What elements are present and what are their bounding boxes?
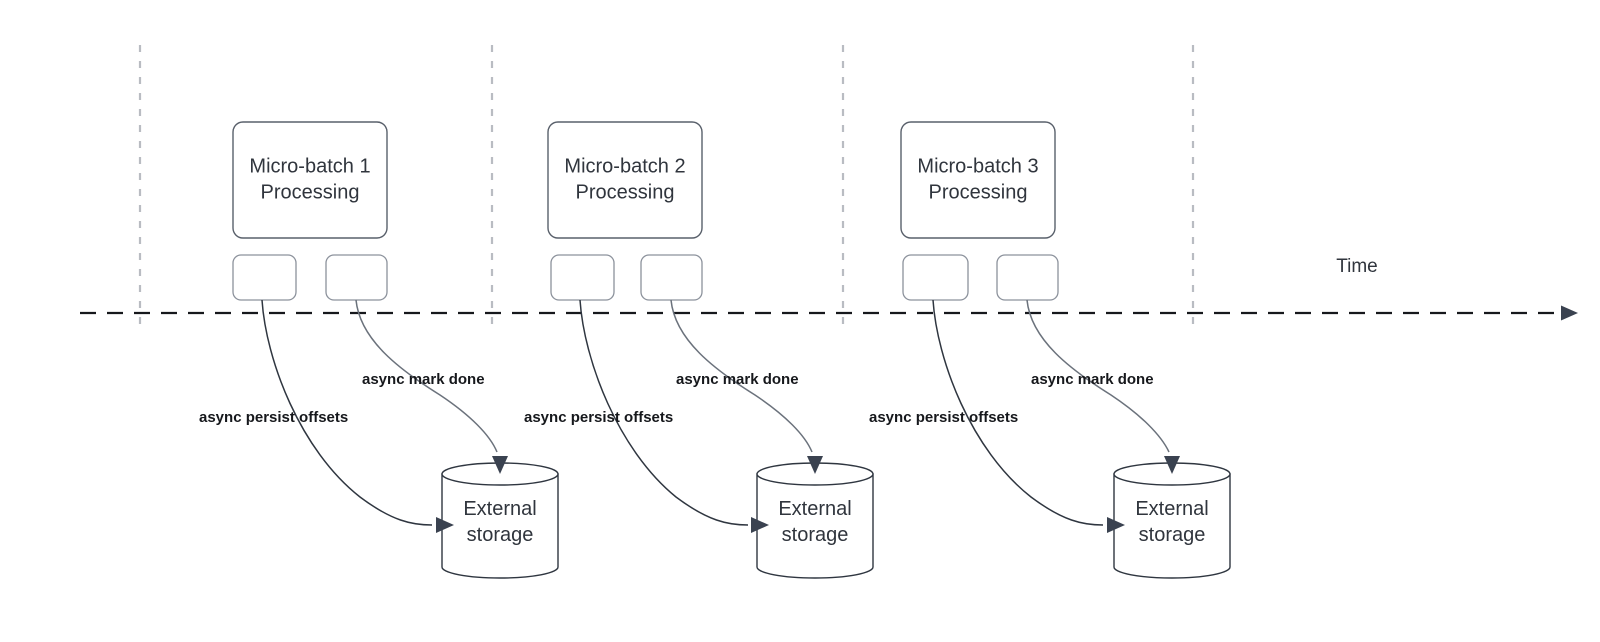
storage-label-line1: External	[778, 498, 851, 520]
external-storage-node[interactable]: External storage	[756, 462, 874, 579]
async-mark-done-curve	[1026, 299, 1170, 453]
async-mark-done-arrow-icon	[1164, 456, 1180, 474]
micro-batch-box[interactable]: Micro-batch 2 Processing	[547, 121, 703, 239]
storage-cylinder-body	[441, 473, 559, 579]
persist-offsets-task-box[interactable]	[902, 254, 969, 301]
mark-done-task-box[interactable]	[996, 254, 1059, 301]
time-axis-label: Time	[1336, 256, 1378, 277]
async-persist-offsets-label: async persist offsets	[869, 409, 1018, 426]
mark-done-task-box[interactable]	[325, 254, 388, 301]
external-storage-node[interactable]: External storage	[1113, 462, 1231, 579]
async-persist-offsets-curve	[932, 299, 1104, 526]
async-mark-done-curve	[355, 299, 498, 453]
micro-batch-box-label-line2: Processing	[576, 181, 675, 203]
persist-offsets-task-box[interactable]	[550, 254, 615, 301]
async-mark-done-arrow-icon	[492, 456, 508, 474]
storage-label-line2: storage	[782, 524, 849, 546]
micro-batch-box-label-line1: Micro-batch 2	[564, 155, 685, 177]
timeline-axis: Time	[80, 256, 1578, 321]
async-persist-offsets-arrow-icon	[751, 517, 769, 533]
async-mark-done-label: async mark done	[1031, 371, 1154, 388]
async-mark-done-arrow-icon	[807, 456, 823, 474]
micro-batch-box-shape	[232, 121, 388, 239]
mark-done-task-box[interactable]	[640, 254, 703, 301]
storage-label-line1: External	[1135, 498, 1208, 520]
micro-batch-box-shape	[547, 121, 703, 239]
async-mark-done-label: async mark done	[362, 371, 485, 388]
micro-batch-box-label-line1: Micro-batch 3	[917, 155, 1038, 177]
micro-batch-box-label-line1: Micro-batch 1	[249, 155, 370, 177]
persist-offsets-task-box[interactable]	[232, 254, 297, 301]
async-mark-done-label: async mark done	[676, 371, 799, 388]
storage-cylinder-body	[1113, 473, 1231, 579]
storage-label-line1: External	[463, 498, 536, 520]
external-storage-node[interactable]: External storage	[441, 462, 559, 579]
timeline-arrow-icon	[1561, 305, 1578, 321]
async-persist-offsets-curve	[579, 299, 749, 526]
async-persist-offsets-label: async persist offsets	[199, 409, 348, 426]
micro-batch-box-shape	[900, 121, 1056, 239]
micro-batch-box[interactable]: Micro-batch 1 Processing	[232, 121, 388, 239]
micro-batch-box[interactable]: Micro-batch 3 Processing	[900, 121, 1056, 239]
async-persist-offsets-curve	[261, 299, 433, 526]
async-persist-offsets-label: async persist offsets	[524, 409, 673, 426]
storage-label-line2: storage	[1139, 524, 1206, 546]
micro-batch-box-label-line2: Processing	[261, 181, 360, 203]
async-persist-offsets-arrow-icon	[436, 517, 454, 533]
async-mark-done-curve	[670, 299, 813, 453]
storage-cylinder-body	[756, 473, 874, 579]
storage-label-line2: storage	[467, 524, 534, 546]
async-persist-offsets-arrow-icon	[1107, 517, 1125, 533]
micro-batch-box-label-line2: Processing	[929, 181, 1028, 203]
